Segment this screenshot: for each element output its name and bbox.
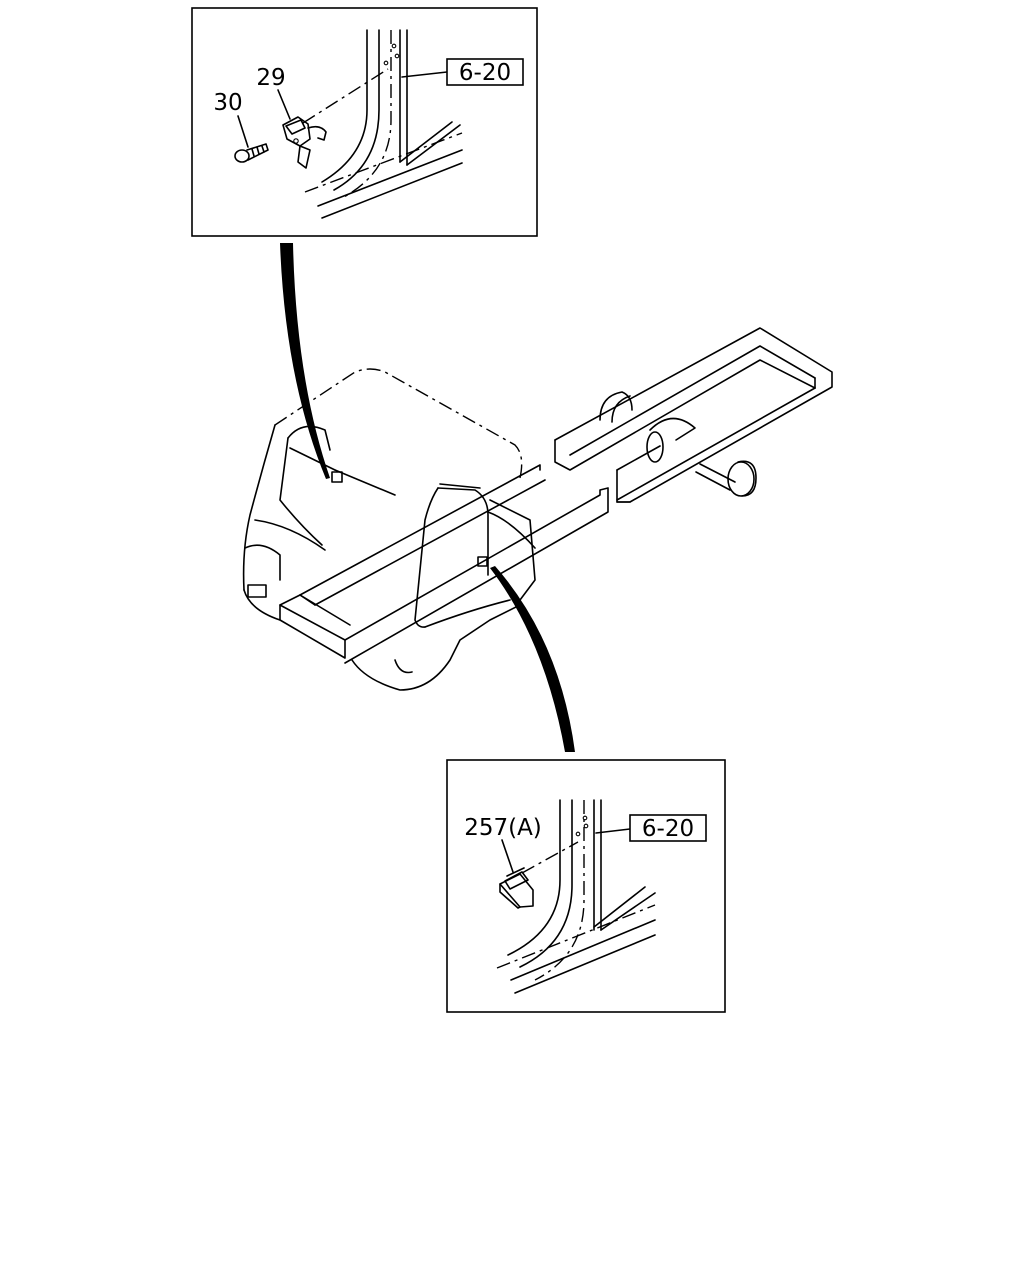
door-pillar-top [304, 29, 463, 219]
top-inset-frame [191, 7, 538, 237]
part-number-257a: 257(A) [464, 815, 542, 841]
bottom-inset: 6-20 257(A) [446, 759, 726, 1013]
ref-box-top: 6-20 [401, 58, 524, 86]
part-number-30: 30 [213, 90, 242, 116]
leader-top [280, 243, 330, 479]
part-number-29: 29 [256, 65, 285, 91]
door-pillar-bottom [496, 799, 656, 994]
ref-label-bottom: 6-20 [642, 816, 694, 842]
bolt-30 [234, 115, 269, 163]
bottom-inset-frame [446, 759, 726, 1013]
truck-chassis-illustration [242, 327, 833, 691]
top-inset: 6-20 29 30 [191, 7, 538, 237]
switch-257a [499, 839, 579, 909]
switch-29 [277, 68, 389, 169]
leader-bottom [490, 566, 575, 752]
ref-label-top: 6-20 [459, 60, 511, 86]
ref-box-bottom: 6-20 [595, 814, 707, 842]
